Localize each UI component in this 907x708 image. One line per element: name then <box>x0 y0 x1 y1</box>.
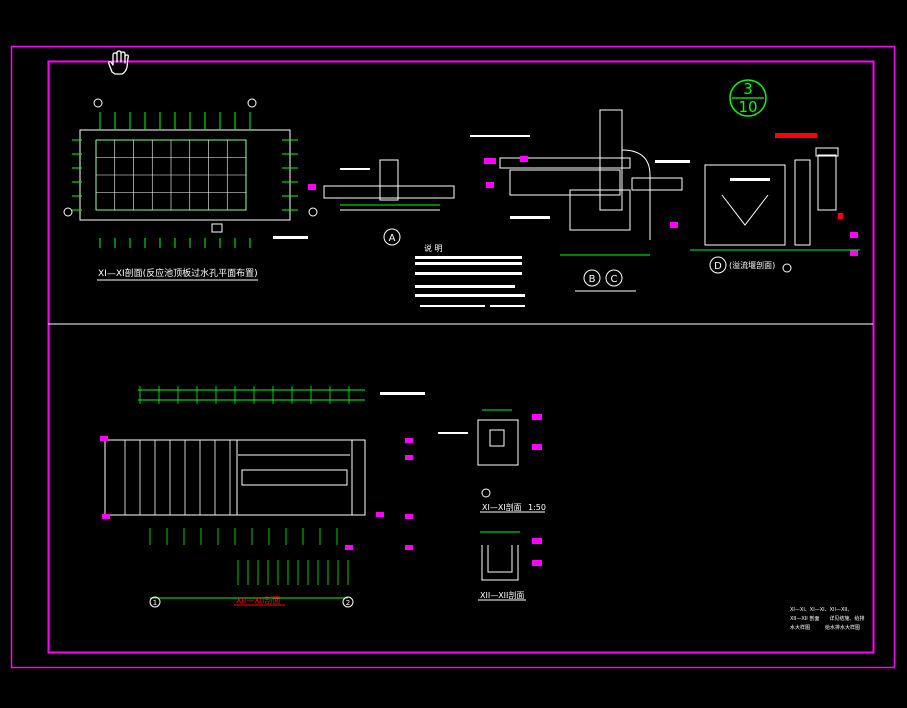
grid-2-label: 2 <box>346 599 350 607</box>
inner-drawing-frame <box>47 60 875 654</box>
detail-d-caption: (溢流堰剖面) <box>729 260 775 270</box>
small-section-1-title: XI—XI剖面 <box>482 502 522 512</box>
detail-c-label: C <box>611 274 618 285</box>
small-section-1: XI—XI剖面 1:50 <box>438 409 546 513</box>
sheet-number-badge: 3 10 <box>729 79 767 117</box>
sheet-badge-top: 3 <box>743 80 753 98</box>
outer-sheet-border <box>10 45 896 669</box>
hand-pan-icon[interactable] <box>104 50 130 76</box>
notes-block: 说 明 <box>415 243 525 307</box>
notes-heading: 说 明 <box>424 243 443 253</box>
plan-top-title: XI—XI剖面(反应池顶板过水孔平面布置) <box>98 267 258 279</box>
detail-d: D (溢流堰剖面) <box>670 133 860 274</box>
right-notes: XI—XI、XI—XI、XII—XII、 XII—XII 剖面 详见结施、给排 … <box>790 607 864 631</box>
sheet-badge-bottom: 10 <box>738 98 757 116</box>
small-section-1-scale: 1:50 <box>528 503 546 512</box>
right-note-line-1: XI—XI、XI—XI、XII—XII、 <box>790 607 852 613</box>
section-bottom-title: XII—XII剖面 <box>236 595 280 605</box>
detail-d-label: D <box>714 261 722 272</box>
bottom-section: 1 2 XII—XII剖面 <box>100 386 425 608</box>
right-note-line-2: XII—XII 剖面 详见结施、给排 <box>790 615 864 622</box>
detail-b-label: B <box>589 274 596 285</box>
detail-bc: B C <box>470 109 690 292</box>
grid-1-label: 1 <box>153 599 157 607</box>
top-left-plan: XI—XI剖面(反应池顶板过水孔平面布置) <box>63 98 318 281</box>
detail-a-label: A <box>389 233 396 244</box>
detail-a: A <box>308 159 455 246</box>
small-section-2-title: XII—XII剖面 <box>480 590 524 600</box>
small-section-2: XII—XII剖面 <box>478 531 542 601</box>
right-note-line-3: 水大样图 给水排水大样图 <box>790 624 860 631</box>
